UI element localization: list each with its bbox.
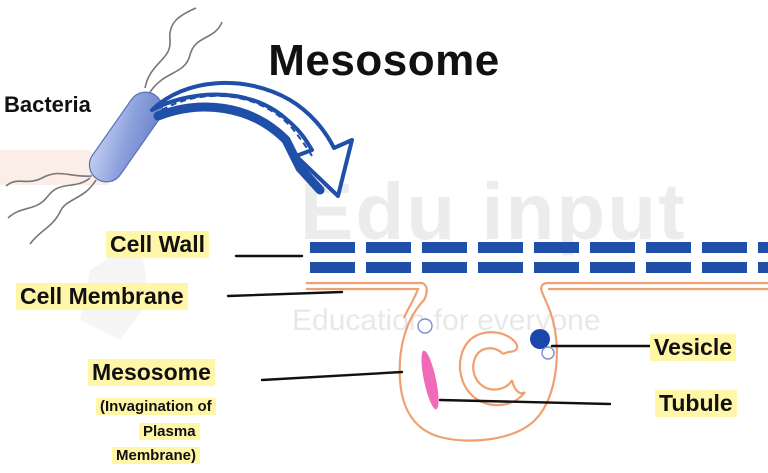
cell-membrane [306, 281, 768, 442]
label-mesosome-sub-2: Plasma [139, 423, 200, 440]
leader-mesosome [260, 370, 404, 382]
vesicle-open-right [541, 346, 555, 360]
watermark-brand: Edu input [300, 167, 687, 256]
label-cell-wall: Cell Wall [106, 231, 209, 258]
leader-lines [226, 254, 652, 406]
cell-wall [310, 242, 768, 273]
vesicle-open-left [417, 318, 433, 334]
inner-tubule-coil [458, 331, 526, 407]
label-tubule: Tubule [655, 390, 737, 417]
label-mesosome-sub-3: Membrane) [112, 447, 201, 464]
label-vesicle: Vesicle [650, 334, 737, 361]
leader-cell-membrane [226, 290, 344, 298]
leader-tubule [438, 398, 612, 406]
label-mesosome: Mesosome [88, 359, 215, 386]
label-mesosome-sub-1: (Invagination of [96, 398, 216, 415]
tubule [421, 350, 439, 410]
label-cell-membrane: Cell Membrane [16, 283, 188, 310]
bacteria-flagella [5, 7, 223, 245]
page-title: Mesosome [268, 36, 500, 85]
curved-arrow [150, 80, 354, 198]
bacteria-cell [88, 91, 164, 183]
vesicle-filled [530, 329, 550, 349]
label-bacteria: Bacteria [4, 92, 91, 117]
